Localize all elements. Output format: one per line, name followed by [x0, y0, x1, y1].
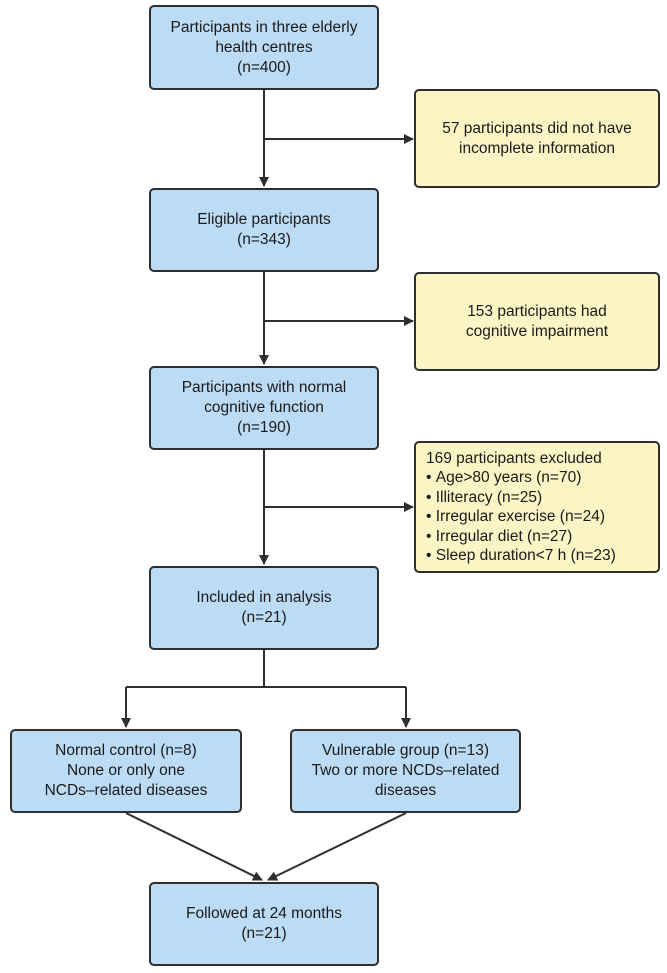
excluded-incomplete-box: 57 participants did not have incomplete … [414, 89, 660, 188]
normal-cognitive-box: Participants with normal cognitive funct… [149, 366, 379, 450]
normal-cognitive-line1: Participants with normal [181, 379, 347, 396]
excluded-169-box: 169 participants excluded Age>80 years (… [414, 441, 660, 573]
participants-box: Participants in three elderly health cen… [149, 5, 379, 90]
vulnerable-line3: diseases [374, 782, 437, 799]
vulnerable-line1: Vulnerable group (n=13) [321, 742, 490, 759]
excluded-incomplete-line2: incomplete information [459, 139, 615, 157]
vulnerable-group-box: Vulnerable group (n=13) Two or more NCDs… [290, 729, 521, 813]
normal-cognitive-line3: (n=190) [237, 419, 291, 436]
participants-line1: Participants in three elderly [170, 18, 358, 36]
participants-line3: (n=400) [237, 58, 291, 76]
eligible-line2: (n=343) [237, 231, 291, 248]
normal-cognitive-line2: cognitive function [204, 399, 324, 416]
included-line2: (n=21) [241, 609, 287, 626]
eligible-box: Eligible participants (n=343) [149, 188, 379, 272]
followed-line2: (n=21) [241, 925, 287, 942]
exclusion-item: Irregular diet (n=27) [426, 527, 573, 547]
arrow-vulnerable-to-followed [267, 812, 407, 881]
followed-box: Followed at 24 months (n=21) [149, 882, 379, 966]
exclusion-item: Irregular exercise (n=24) [426, 507, 605, 527]
excluded-cognitive-box: 153 participants had cognitive impairmen… [414, 272, 660, 371]
normal-control-line3: NCDs–related diseases [44, 782, 208, 799]
eligible-line1: Eligible participants [197, 211, 331, 228]
included-line1: Included in analysis [196, 589, 332, 606]
excluded-incomplete-line1: 57 participants did not have [442, 119, 632, 137]
exclusion-item: Illiteracy (n=25) [426, 488, 542, 508]
arrow-normal-to-followed [125, 812, 263, 881]
exclusion-item: Age>80 years (n=70) [426, 468, 582, 488]
normal-control-box: Normal control (n=8) None or only one NC… [10, 729, 242, 813]
normal-control-line2: None or only one [66, 762, 186, 779]
included-box: Included in analysis (n=21) [149, 566, 379, 650]
normal-control-line1: Normal control (n=8) [55, 742, 197, 759]
excluded-cognitive-line1: 153 participants had [467, 302, 607, 320]
vulnerable-line2: Two or more NCDs–related [311, 762, 500, 779]
excluded-cognitive-line2: cognitive impairment [465, 322, 609, 340]
participants-line2: health centres [215, 38, 313, 56]
followed-line1: Followed at 24 months [186, 905, 342, 922]
excluded-169-title: 169 participants excluded [426, 449, 602, 467]
exclusion-item: Sleep duration<7 h (n=23) [426, 546, 616, 566]
